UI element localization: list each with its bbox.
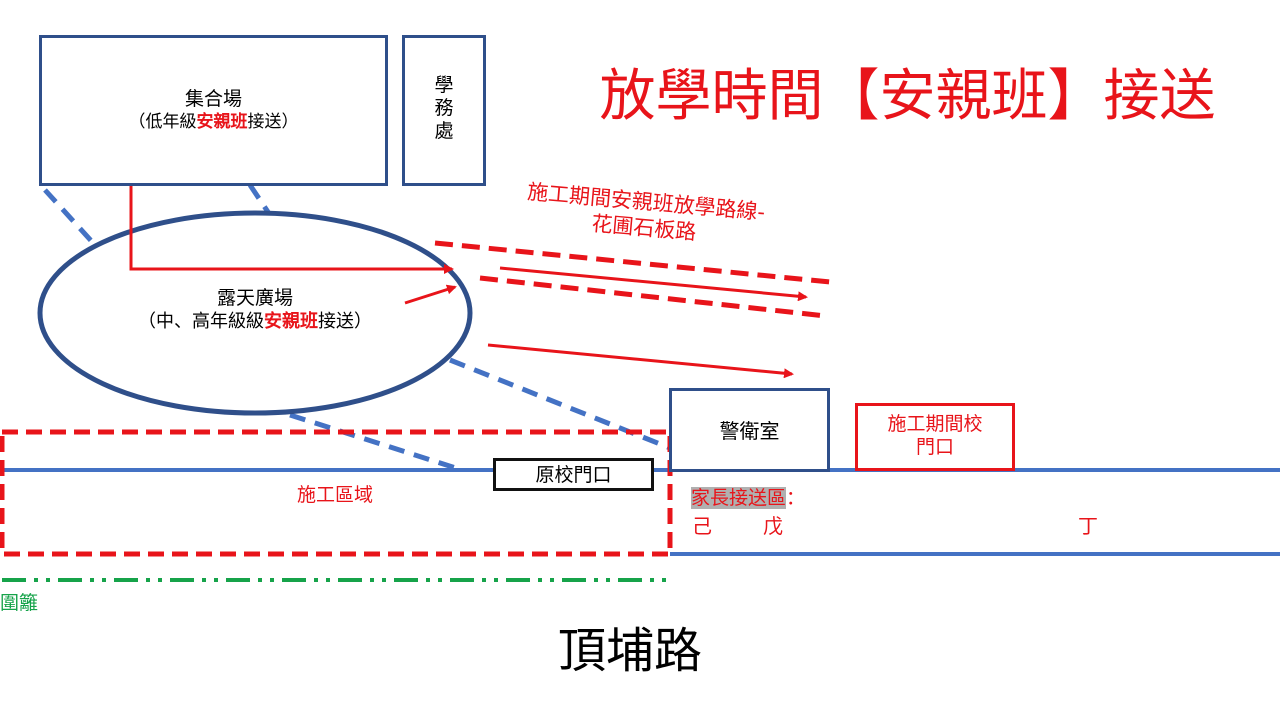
gathering-area-title: 集合場 xyxy=(184,88,242,110)
walkway-dash-top xyxy=(434,240,831,285)
connector-low-right xyxy=(449,357,671,451)
plaza-sub-post: 接送） xyxy=(318,310,372,332)
plaza-label: 露天廣場 （中、高年級級安親班接送） xyxy=(60,287,450,333)
pickup-area-label: 家長接送區： xyxy=(691,487,805,511)
plaza-sub-pre: （中、高年級級 xyxy=(138,310,264,332)
gathering-area-sub-pre: （低年級 xyxy=(128,111,197,132)
original-gate-box: 原校門口 xyxy=(493,458,654,491)
construction-zone-box xyxy=(0,429,673,557)
construction-zone-label: 施工區域 xyxy=(296,484,373,506)
exit-arrow xyxy=(487,343,794,379)
pickup-area-title: 家長接送區 xyxy=(691,487,787,509)
plaza-sub-highlight: 安親班 xyxy=(264,310,318,332)
student-affairs-box: 學務處 xyxy=(402,35,486,186)
guard-room-label: 警衛室 xyxy=(719,419,780,443)
road-label: 頂埔路 xyxy=(557,623,702,679)
connector-right xyxy=(247,183,273,217)
plaza-title: 露天廣場 xyxy=(216,287,293,309)
route-arrow-plaza xyxy=(404,284,457,305)
temp-gate-label: 施工期間校 門口 xyxy=(858,413,1012,459)
page-title: 放學時間【安親班】接送 xyxy=(599,64,1216,129)
fence-label: 圍籬 xyxy=(0,592,39,614)
walkway-dash-bottom xyxy=(479,275,827,319)
gathering-area-box: 集合場 （低年級安親班接送） xyxy=(39,35,388,186)
temp-gate-line1: 施工期間校 xyxy=(887,413,983,435)
pickup-zone-ji: 己 xyxy=(692,514,712,538)
student-affairs-label: 學務處 xyxy=(434,74,454,142)
gathering-area-sub-post: 接送） xyxy=(247,111,299,132)
gathering-area-subtitle: （低年級安親班接送） xyxy=(42,112,385,133)
route-arrow-gathering xyxy=(129,175,454,274)
gathering-area-sub-highlight: 安親班 xyxy=(196,111,248,132)
pickup-area-colon: ： xyxy=(786,487,806,509)
pickup-zone-ding: 丁 xyxy=(1078,514,1098,538)
temp-gate-line2: 門口 xyxy=(915,435,954,458)
pickup-zone-wu: 戊 xyxy=(763,514,783,538)
original-gate-label: 原校門口 xyxy=(535,464,612,486)
connector-low-left xyxy=(289,412,463,473)
walkway-arrow xyxy=(499,266,808,302)
plaza-ellipse xyxy=(37,210,473,416)
temp-gate-box: 施工期間校 門口 xyxy=(855,403,1015,471)
plaza-subtitle: （中、高年級級安親班接送） xyxy=(60,311,450,334)
connector-left xyxy=(43,188,97,247)
guard-room-box: 警衛室 xyxy=(669,388,830,472)
